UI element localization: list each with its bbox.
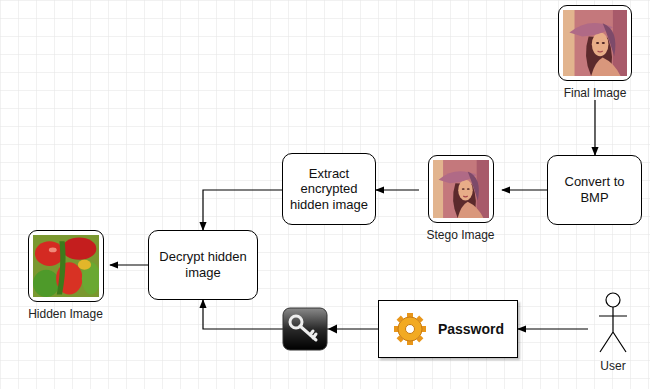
process-box: Decrypt hidden image xyxy=(148,230,258,300)
actor-label: User xyxy=(600,359,625,373)
thumbnail-frame xyxy=(28,230,104,302)
gear-hole xyxy=(405,325,414,334)
image-caption: Stego Image xyxy=(426,228,494,242)
drawn-shape xyxy=(599,307,627,352)
drawn-shape xyxy=(467,172,478,201)
arrow-head xyxy=(328,325,337,334)
drawn-shape xyxy=(77,260,90,270)
thumbnail-frame xyxy=(428,155,494,223)
flow-arrow xyxy=(110,264,148,265)
box-label: Extract encrypted hidden image xyxy=(289,166,369,213)
peppers-picture xyxy=(33,235,99,297)
flow-arrow xyxy=(203,190,282,230)
drawn-shape xyxy=(591,58,620,76)
drawn-shape xyxy=(603,23,616,56)
drawn-shape xyxy=(48,247,56,252)
drawn-shape xyxy=(56,241,65,294)
drawn-shape xyxy=(592,32,609,56)
drawn-shape xyxy=(596,42,599,44)
gear-body xyxy=(398,317,422,341)
drawn-shape xyxy=(457,202,483,218)
thumbnail-frame xyxy=(558,5,632,81)
gear-teeth xyxy=(394,313,426,345)
drawn-shape xyxy=(606,293,620,307)
portrait-picture xyxy=(563,10,627,76)
drawn-shape xyxy=(563,10,575,76)
portrait-picture xyxy=(433,160,489,218)
drawn-shape xyxy=(33,270,59,297)
stick-figure xyxy=(597,292,629,354)
image-caption: Final Image xyxy=(564,86,627,100)
gear-icon xyxy=(392,311,428,347)
image-node: Hidden Image xyxy=(21,230,110,321)
drawn-shape xyxy=(563,10,627,76)
box-label: Password xyxy=(438,321,504,337)
drawn-shape xyxy=(463,195,467,197)
image-caption: Hidden Image xyxy=(28,307,103,321)
flow-arrow xyxy=(376,189,419,190)
image-node: Final Image xyxy=(556,5,634,100)
drawn-shape xyxy=(598,50,603,52)
flow-arrow xyxy=(518,328,588,329)
box-label: Decrypt hidden image xyxy=(155,249,251,280)
box-label: Convert to BMP xyxy=(554,174,635,205)
drawn-shape xyxy=(433,160,443,218)
image-node: Stego Image xyxy=(419,155,502,242)
process-box: Extract encrypted hidden image xyxy=(282,153,376,225)
drawn-shape xyxy=(466,188,469,190)
flow-arrow xyxy=(502,189,547,190)
drawn-shape xyxy=(602,42,605,44)
flow-arrow xyxy=(594,100,595,155)
process-box: Convert to BMP xyxy=(547,155,642,225)
drawn-shape xyxy=(62,237,96,259)
drawn-shape xyxy=(461,188,464,190)
user-actor: User xyxy=(588,292,638,373)
password-box: Password xyxy=(378,300,518,358)
drawn-shape xyxy=(34,241,63,266)
drawn-shape xyxy=(433,160,489,218)
drawn-shape xyxy=(458,180,473,201)
